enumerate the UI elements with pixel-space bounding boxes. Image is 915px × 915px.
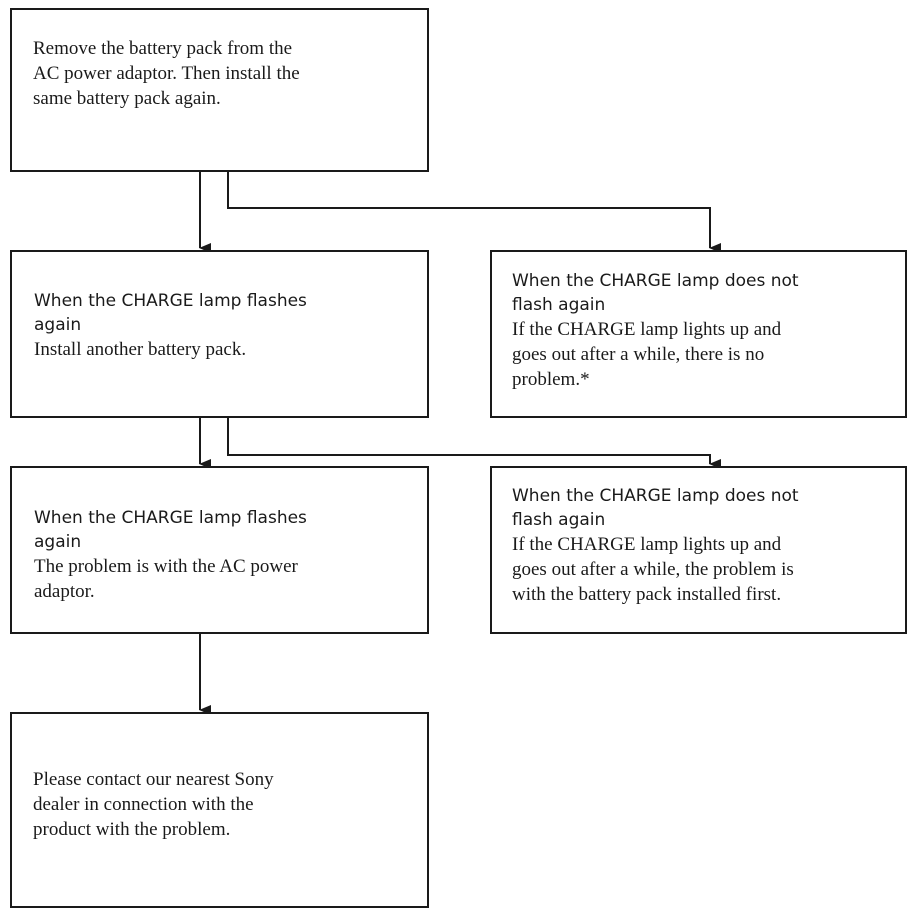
node-noflash-1-heading-line: flash again (512, 295, 606, 315)
node-flash-2-text: When the CHARGE lamp flashes again The p… (34, 506, 414, 604)
node-flash-1-heading-line: When the CHARGE lamp flashes (34, 291, 307, 311)
node-contact-body-line: dealer in connection with the (33, 794, 254, 815)
node-start-box (10, 8, 429, 172)
node-noflash-2-heading-line: flash again (512, 510, 606, 530)
node-flash-2-box (10, 466, 429, 634)
node-noflash-1-text: When the CHARGE lamp does not flash agai… (512, 269, 902, 392)
node-noflash-1-heading-line: When the CHARGE lamp does not (512, 271, 799, 291)
node-flash-2-body-line: adaptor. (34, 581, 95, 602)
node-noflash-1-body-line: problem.* (512, 369, 590, 390)
node-noflash-2-body-line: goes out after a while, the problem is (512, 559, 794, 580)
node-noflash-1-body-line: If the CHARGE lamp lights up and (512, 319, 782, 340)
node-contact-text: Please contact our nearest Sony dealer i… (33, 767, 413, 842)
node-start-text: Remove the battery pack from the AC powe… (33, 36, 413, 111)
node-flash-1-body-line: Install another battery pack. (34, 339, 247, 360)
node-noflash-1-box (490, 250, 907, 418)
node-contact-body-line: Please contact our nearest Sony (33, 769, 274, 790)
node-start-body-line: same battery pack again. (33, 88, 221, 109)
node-flash-2-body-line: The problem is with the AC power (34, 556, 298, 577)
node-flash-1-heading-line: again (34, 315, 82, 335)
node-noflash-1-body-line: goes out after a while, there is no (512, 344, 765, 365)
node-contact-body-line: product with the problem. (33, 819, 231, 840)
node-flash-1-text: When the CHARGE lamp flashes again Insta… (34, 289, 414, 362)
node-noflash-2-body-line: with the battery pack installed first. (512, 584, 782, 605)
node-start-body-line: AC power adaptor. Then install the (33, 63, 300, 84)
node-flash-1-box (10, 250, 429, 418)
edge-start-to-noflash-1 (227, 172, 721, 253)
node-noflash-2-box (490, 466, 907, 634)
node-contact-box (10, 712, 429, 908)
node-flash-2-heading-line: again (34, 532, 82, 552)
node-noflash-2-body-line: If the CHARGE lamp lights up and (512, 534, 782, 555)
node-noflash-2-heading-line: When the CHARGE lamp does not (512, 486, 799, 506)
node-flash-2-heading-line: When the CHARGE lamp flashes (34, 508, 307, 528)
node-start-body-line: Remove the battery pack from the (33, 38, 293, 59)
edge-flash-1-to-noflash-2 (227, 418, 721, 469)
node-noflash-2-text: When the CHARGE lamp does not flash agai… (512, 484, 902, 607)
